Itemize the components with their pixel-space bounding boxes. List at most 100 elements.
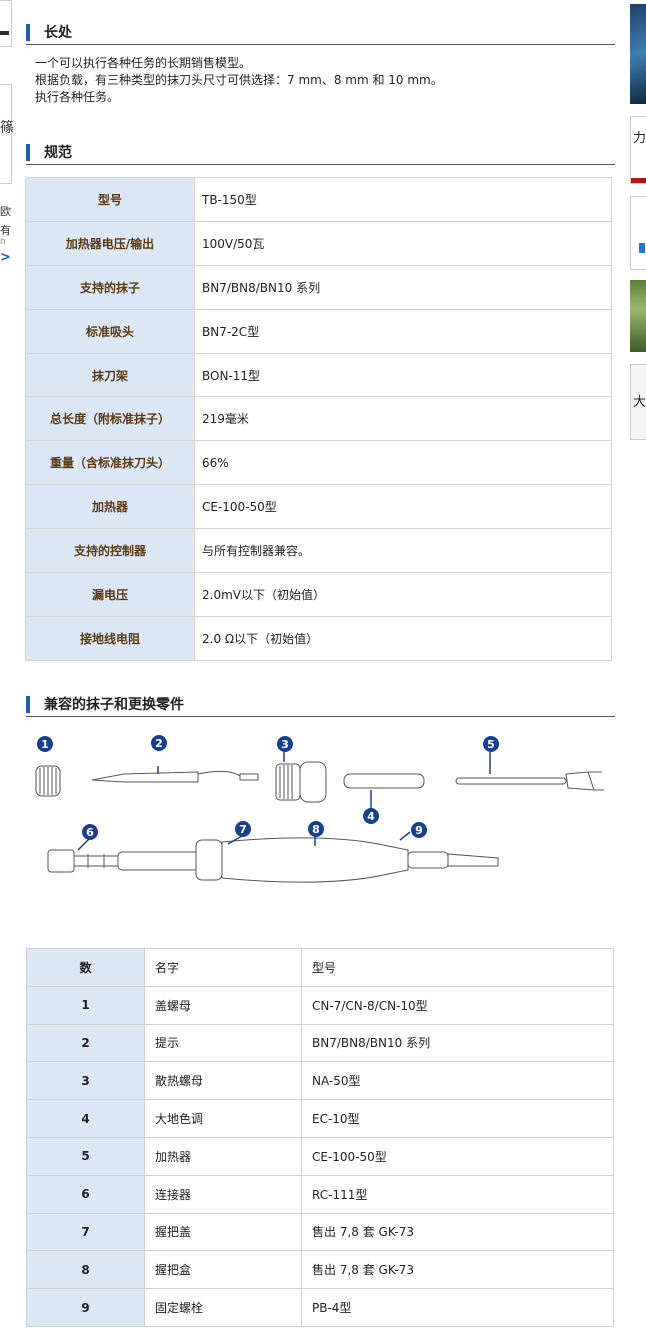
part-marker-4	[363, 808, 379, 824]
right-info-card[interactable]	[630, 196, 646, 270]
part-marker-3	[277, 736, 293, 752]
parts-heading: 兼容的抹子和更换零件	[26, 696, 615, 717]
part-marker-label: 5	[487, 738, 495, 751]
left-text-1: 欧	[0, 205, 11, 218]
heading-bar	[26, 24, 30, 41]
part-marker-label: 6	[86, 826, 94, 839]
part-name: 提示	[144, 1023, 302, 1063]
spec-value: TB-150型	[194, 177, 612, 222]
part-number: 8	[26, 1250, 145, 1290]
spec-value: CE-100-50型	[194, 484, 612, 530]
left-glyph: 篠	[0, 120, 14, 136]
part-number: 4	[26, 1099, 145, 1138]
part-model: EC-10型	[301, 1099, 614, 1138]
spec-value: BN7-2C型	[194, 308, 612, 354]
spec-key: 抹刀架	[25, 352, 195, 398]
part-name: 大地色调	[144, 1099, 302, 1138]
specs-heading: 规范	[26, 144, 615, 165]
part-number: 1	[26, 985, 145, 1025]
part-marker-label: 2	[155, 737, 163, 750]
earth-pipe-drawing	[343, 773, 425, 789]
part-marker-5	[483, 736, 499, 752]
part-marker-label: 8	[312, 823, 320, 836]
part-model: BN7/BN8/BN10 系列	[301, 1023, 614, 1063]
tip-drawing	[91, 770, 259, 783]
spec-key: 支持的控制器	[25, 528, 195, 574]
left-thumb-card[interactable]	[0, 0, 12, 47]
spec-key: 漏电压	[25, 572, 195, 617]
part-model: CN-7/CN-8/CN-10型	[301, 985, 614, 1025]
part-name: 连接器	[144, 1174, 302, 1214]
spec-value: 2.0 Ω以下（初始值）	[194, 615, 612, 661]
spec-value: 66%	[194, 440, 612, 486]
spec-key: 支持的抹子	[25, 264, 195, 310]
part-name: 散热螺母	[144, 1061, 302, 1101]
spec-value: 2.0mV以下（初始值）	[194, 572, 612, 617]
advantages-line: 根据负载，有三种类型的抹刀头尺寸可供选择：7 mm、8 mm 和 10 mm。	[35, 73, 443, 87]
spec-value: BON-11型	[194, 352, 612, 398]
right-text-card[interactable]: 大	[630, 364, 646, 440]
part-marker-6	[82, 824, 98, 840]
left-sidebar-strip: 篠 n > 欧 有	[0, 0, 14, 1328]
part-model: PB-4型	[301, 1288, 614, 1327]
part-name: 盖螺母	[144, 985, 302, 1025]
part-number: 6	[26, 1174, 145, 1214]
left-promo-card[interactable]: 篠 n >	[0, 84, 14, 265]
connector-drawing	[47, 849, 118, 873]
left-small-text: n	[0, 237, 6, 247]
spec-key: 总长度（附标准抹子）	[25, 396, 195, 442]
cap-nut-drawing	[35, 765, 61, 797]
chevron-right-icon[interactable]: >	[0, 250, 11, 265]
part-name: 握把盒	[144, 1250, 302, 1290]
part-marker-label: 7	[239, 823, 247, 836]
part-marker-label: 4	[367, 810, 375, 823]
right-photo[interactable]	[630, 280, 646, 352]
part-name: 握把盖	[144, 1212, 302, 1252]
heading-bar	[26, 144, 30, 161]
part-number: 3	[26, 1061, 145, 1101]
heat-sink-nut-drawing	[275, 761, 327, 803]
part-marker-9	[411, 822, 427, 838]
part-number: 2	[26, 1023, 145, 1063]
spec-key: 加热器	[25, 484, 195, 530]
part-model: 售出 7,8 套 GK-73	[301, 1212, 614, 1252]
header-model: 型号	[301, 948, 614, 987]
part-marker-2	[151, 735, 167, 751]
handle-drawing	[117, 837, 499, 883]
advantages-title: 长处	[44, 25, 72, 41]
right-promo-card[interactable]: 力	[630, 116, 646, 184]
right-banner-image[interactable]	[630, 4, 646, 104]
spec-key: 接地线电阻	[25, 615, 195, 661]
part-marker-8	[308, 821, 324, 837]
advantages-line: 执行各种任务。	[35, 90, 120, 104]
right-sidebar-strip: 力 大	[628, 0, 646, 460]
part-marker-7	[235, 821, 251, 837]
part-model: CE-100-50型	[301, 1136, 614, 1176]
spec-row: 总长度（附标准抹子）219毫米	[25, 396, 612, 442]
spec-value: 与所有控制器兼容。	[194, 528, 612, 574]
part-marker-label: 9	[415, 824, 423, 837]
spec-key: 型号	[25, 177, 195, 222]
part-marker-label: 1	[41, 738, 49, 751]
part-marker-1	[37, 736, 53, 752]
spec-row: 重量（含标准抹刀头）66%	[25, 440, 612, 486]
